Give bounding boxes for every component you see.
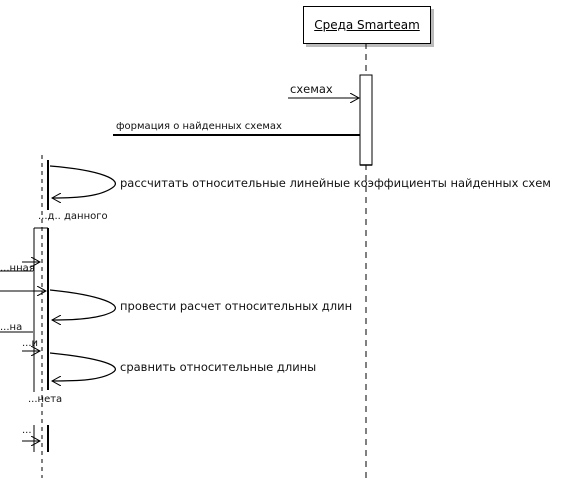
self-call-loop-1 bbox=[49, 165, 116, 198]
fragment-label-4: ...и bbox=[22, 338, 39, 349]
fragment-label-3: ...на bbox=[0, 322, 23, 333]
lifeline-object-box: Среда Smarteam bbox=[303, 6, 431, 44]
lifeline-object-label: Среда Smarteam bbox=[314, 18, 420, 32]
self-call-label-2: провести расчет относительных длин bbox=[120, 299, 353, 313]
fragment-label-6: ... bbox=[22, 425, 32, 436]
self-call-loop-2 bbox=[49, 289, 116, 320]
fragment-label-5: ...нета bbox=[28, 394, 63, 405]
self-call-label-1: рассчитать относительные линейные коэффи… bbox=[120, 176, 551, 190]
fragment-label-1: ...д.. данного bbox=[38, 211, 108, 222]
message-label-2: формация о найденных схемах bbox=[116, 121, 282, 132]
self-call-label-3: сравнить относительные длины bbox=[120, 360, 317, 374]
message-label-1: схемах bbox=[290, 82, 333, 96]
fragment-label-2: ...нная bbox=[0, 263, 35, 274]
self-call-loop-3 bbox=[49, 352, 116, 381]
right-activation-bar bbox=[359, 74, 373, 166]
